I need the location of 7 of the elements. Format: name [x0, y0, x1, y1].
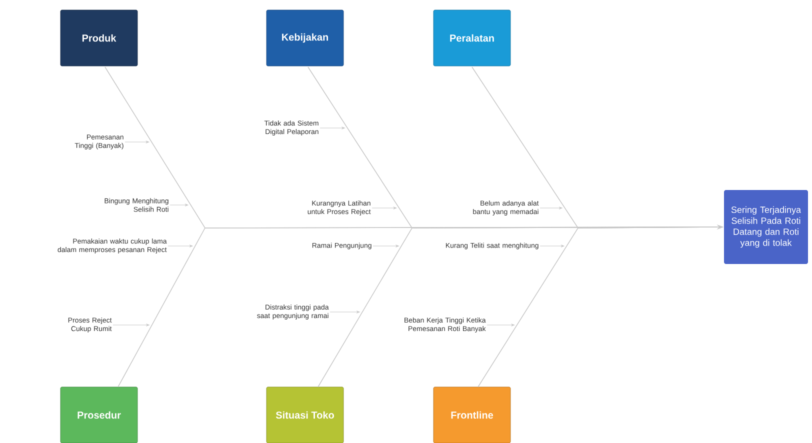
- category-box: Situasi Toko: [266, 386, 344, 443]
- category-box: Peralatan: [433, 10, 511, 66]
- category-box: Kebijakan: [266, 10, 344, 66]
- category-box: Prosedur: [60, 386, 138, 443]
- effect-box: Sering Terjadinya Selisih Pada Roti Datang dan Roti yang di tolak: [724, 190, 808, 264]
- category-box: Produk: [60, 10, 138, 66]
- category-box: Frontline: [433, 386, 511, 443]
